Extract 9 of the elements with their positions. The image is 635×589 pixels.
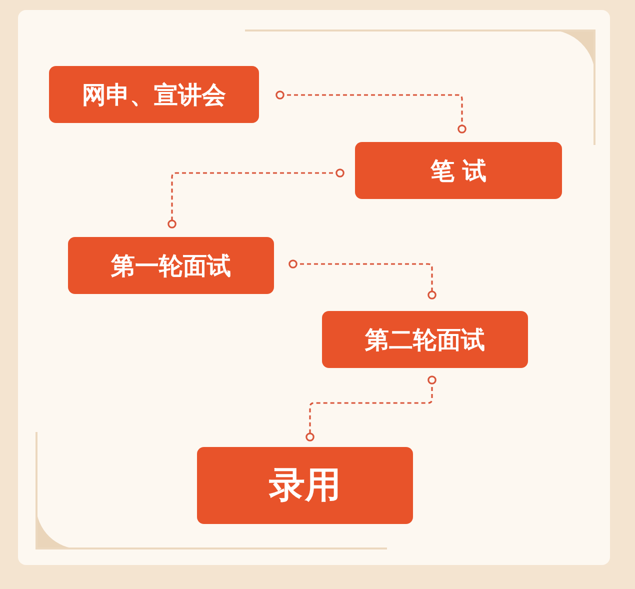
step-box: 录用 [197,447,413,524]
step-box: 第二轮面试 [322,311,528,368]
connector-line [288,260,436,300]
step-box: 笔 试 [355,142,562,199]
step-box: 网申、宣讲会 [49,66,259,123]
connector-line [276,90,466,134]
step-box: 第一轮面试 [68,237,274,294]
connector-line [306,376,436,442]
connector-line [168,168,344,228]
